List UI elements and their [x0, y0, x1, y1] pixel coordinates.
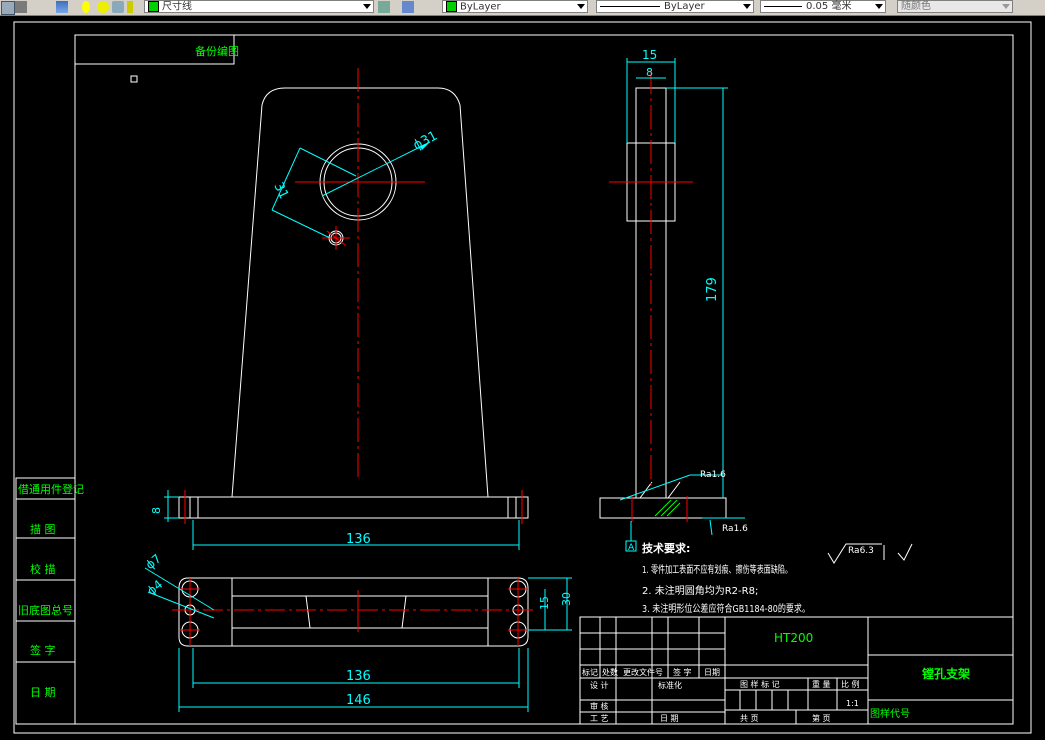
- tb-mark: 标记: [582, 667, 598, 677]
- dim-30: 30: [560, 592, 573, 606]
- color-value: ByLayer: [460, 1, 501, 13]
- layers-icon[interactable]: [56, 1, 68, 13]
- tb-count: 处数: [602, 667, 618, 677]
- dim-146: 146: [346, 693, 371, 708]
- drawing-code: 图样代号: [870, 707, 910, 720]
- lock-icon[interactable]: [127, 1, 133, 13]
- side-view-dimensions: [619, 58, 745, 552]
- home-icon[interactable]: [15, 1, 27, 13]
- dim-136-top: 136: [346, 532, 371, 547]
- plotstyle-value: 随颜色: [901, 1, 931, 12]
- layer-manager-icon[interactable]: [1, 1, 15, 15]
- chevron-down-icon: [363, 4, 371, 9]
- tb-date: 日期: [704, 668, 720, 677]
- tb-designer: 设 计: [590, 680, 609, 690]
- layer-color-swatch: [148, 1, 159, 12]
- front-view: [178, 68, 529, 524]
- linetype-select[interactable]: ByLayer: [596, 0, 754, 13]
- dim-136-bottom: 136: [346, 669, 371, 684]
- chevron-down-icon: [743, 4, 751, 9]
- lineweight-sample: [764, 5, 802, 7]
- roughness-ra16-b: Ra1.6: [722, 524, 748, 534]
- chevron-down-icon: [577, 4, 585, 9]
- color-select[interactable]: ByLayer: [442, 0, 588, 13]
- dim-8: 8: [646, 66, 653, 79]
- part-name: 镗孔支架: [922, 666, 970, 681]
- tb-scale: 比 例: [841, 679, 860, 689]
- dim-179: 179: [705, 277, 720, 302]
- chevron-down-icon: [1002, 4, 1010, 9]
- properties-toolbar: 尺寸线 ByLayer ByLayer 0.05 毫米 随颜色: [0, 0, 1045, 16]
- side-view-centerlines: [609, 70, 693, 522]
- side-label-2: 描 图: [30, 522, 56, 536]
- drawing-canvas[interactable]: 备份编图 借通用件登记 描 图 校 描 旧底图总号 签 字 日 期: [0, 16, 1045, 740]
- linetype-value: ByLayer: [664, 1, 705, 12]
- note-3: 3. 未注明形位公差应符合GB1184-80的要求。: [642, 602, 810, 615]
- tb-check: 审 核: [590, 701, 609, 711]
- layer-select[interactable]: 尺寸线: [144, 0, 374, 13]
- corner-label-box: [74, 34, 235, 65]
- lineweight-value: 0.05 毫米: [806, 1, 852, 12]
- tb-sign: 签 字: [673, 667, 692, 677]
- lineweight-select[interactable]: 0.05 毫米: [760, 0, 886, 13]
- material: HT200: [774, 631, 813, 645]
- outer-frame: [13, 21, 1032, 734]
- bulb-icon[interactable]: [82, 1, 90, 13]
- make-layer-current-icon[interactable]: [378, 1, 390, 13]
- tb-date-2: 日 期: [660, 714, 679, 723]
- notes-title: 技术要求:: [642, 541, 690, 555]
- tb-sheet-no: 第 页: [812, 713, 831, 723]
- side-label-5: 签 字: [30, 643, 56, 657]
- inner-frame: [74, 34, 1014, 725]
- linetype-sample: [600, 5, 660, 7]
- tb-stage-mark: 图 样 标 记: [740, 679, 780, 689]
- side-label-6: 日 期: [30, 686, 56, 699]
- side-label-4: 旧底图总号: [18, 603, 73, 617]
- roughness-ra63: Ra6.3: [848, 546, 874, 556]
- sun-icon[interactable]: [97, 1, 109, 13]
- layer-previous-icon[interactable]: [402, 1, 414, 13]
- color-swatch: [446, 1, 457, 12]
- datum-label: A: [628, 543, 635, 553]
- tb-change-doc: 更改文件号: [623, 667, 663, 677]
- roughness-symbol: [827, 543, 913, 564]
- dim-d4: ϕ4: [144, 577, 165, 598]
- side-view-hatch: [654, 499, 681, 517]
- side-label-column: [15, 477, 76, 725]
- top-view-dimensions: [144, 567, 572, 712]
- tb-process: 工 艺: [590, 714, 609, 723]
- roughness-ra16-a: Ra1.6: [700, 470, 726, 480]
- tb-weight: 重 量: [812, 679, 831, 689]
- plotstyle-select[interactable]: 随颜色: [897, 0, 1013, 13]
- front-view-dimensions: [164, 141, 520, 550]
- dim-31: 31: [270, 180, 291, 201]
- corner-label: 备份编图: [195, 44, 239, 58]
- title-block: [579, 616, 1014, 725]
- top-view: [178, 577, 529, 647]
- note-2: 2. 未注明圆角均为R2-R8;: [642, 584, 758, 597]
- top-view-centerlines: [172, 578, 536, 646]
- ucs-marker: [130, 75, 138, 83]
- note-1: 1. 零件加工表面不应有划痕、擦伤等表面缺陷。: [642, 563, 792, 576]
- side-view: [599, 87, 727, 519]
- side-label-1: 借通用件登记: [18, 482, 84, 496]
- dim-d31: ϕ31: [411, 128, 440, 153]
- side-label-3: 校 描: [30, 562, 56, 576]
- dim-15-side: 15: [538, 596, 551, 610]
- chevron-down-icon: [875, 4, 883, 9]
- tb-standardize: 标准化: [658, 680, 682, 690]
- tb-scale-value: 1:1: [846, 699, 859, 708]
- dim-15: 15: [642, 48, 657, 62]
- tb-sheets-total: 共 页: [740, 714, 759, 723]
- freeze-icon[interactable]: [112, 1, 124, 13]
- dim-8-left: 8: [150, 507, 163, 514]
- layer-name: 尺寸线: [162, 1, 192, 13]
